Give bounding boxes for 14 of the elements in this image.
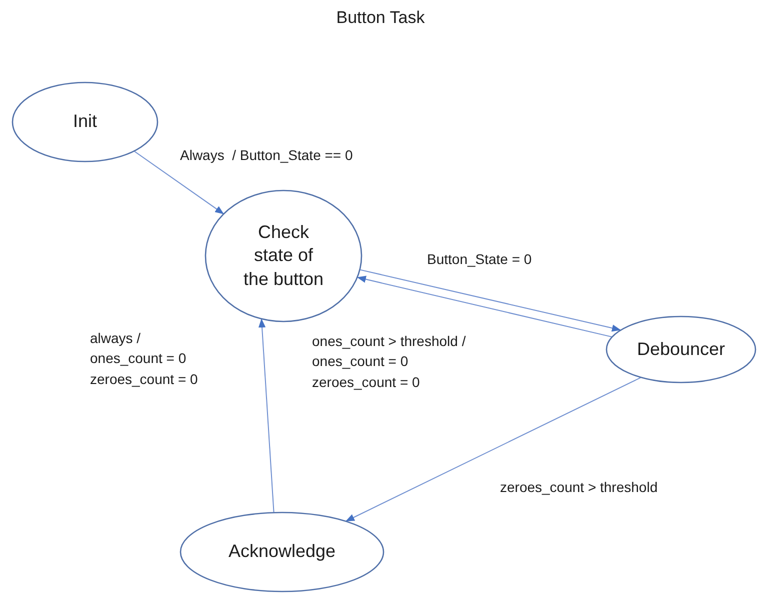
state-ellipse: [606, 316, 756, 383]
transition-arrow: [134, 150, 224, 214]
state-name: Debouncer: [636, 338, 726, 361]
transition-arrow: [346, 377, 641, 522]
state-name: Check state of the button: [242, 220, 324, 291]
state-ellipse: [180, 512, 384, 592]
transition-arrow: [356, 276, 612, 338]
transition-arrow: [258, 318, 274, 513]
state-name: Acknowledge: [228, 540, 336, 564]
state-name: Init: [72, 110, 97, 134]
state-ellipse: [12, 82, 158, 162]
diagram-title: Button Task: [335, 8, 426, 28]
state-ellipse: [205, 190, 362, 322]
transition-arrow: [360, 269, 621, 332]
